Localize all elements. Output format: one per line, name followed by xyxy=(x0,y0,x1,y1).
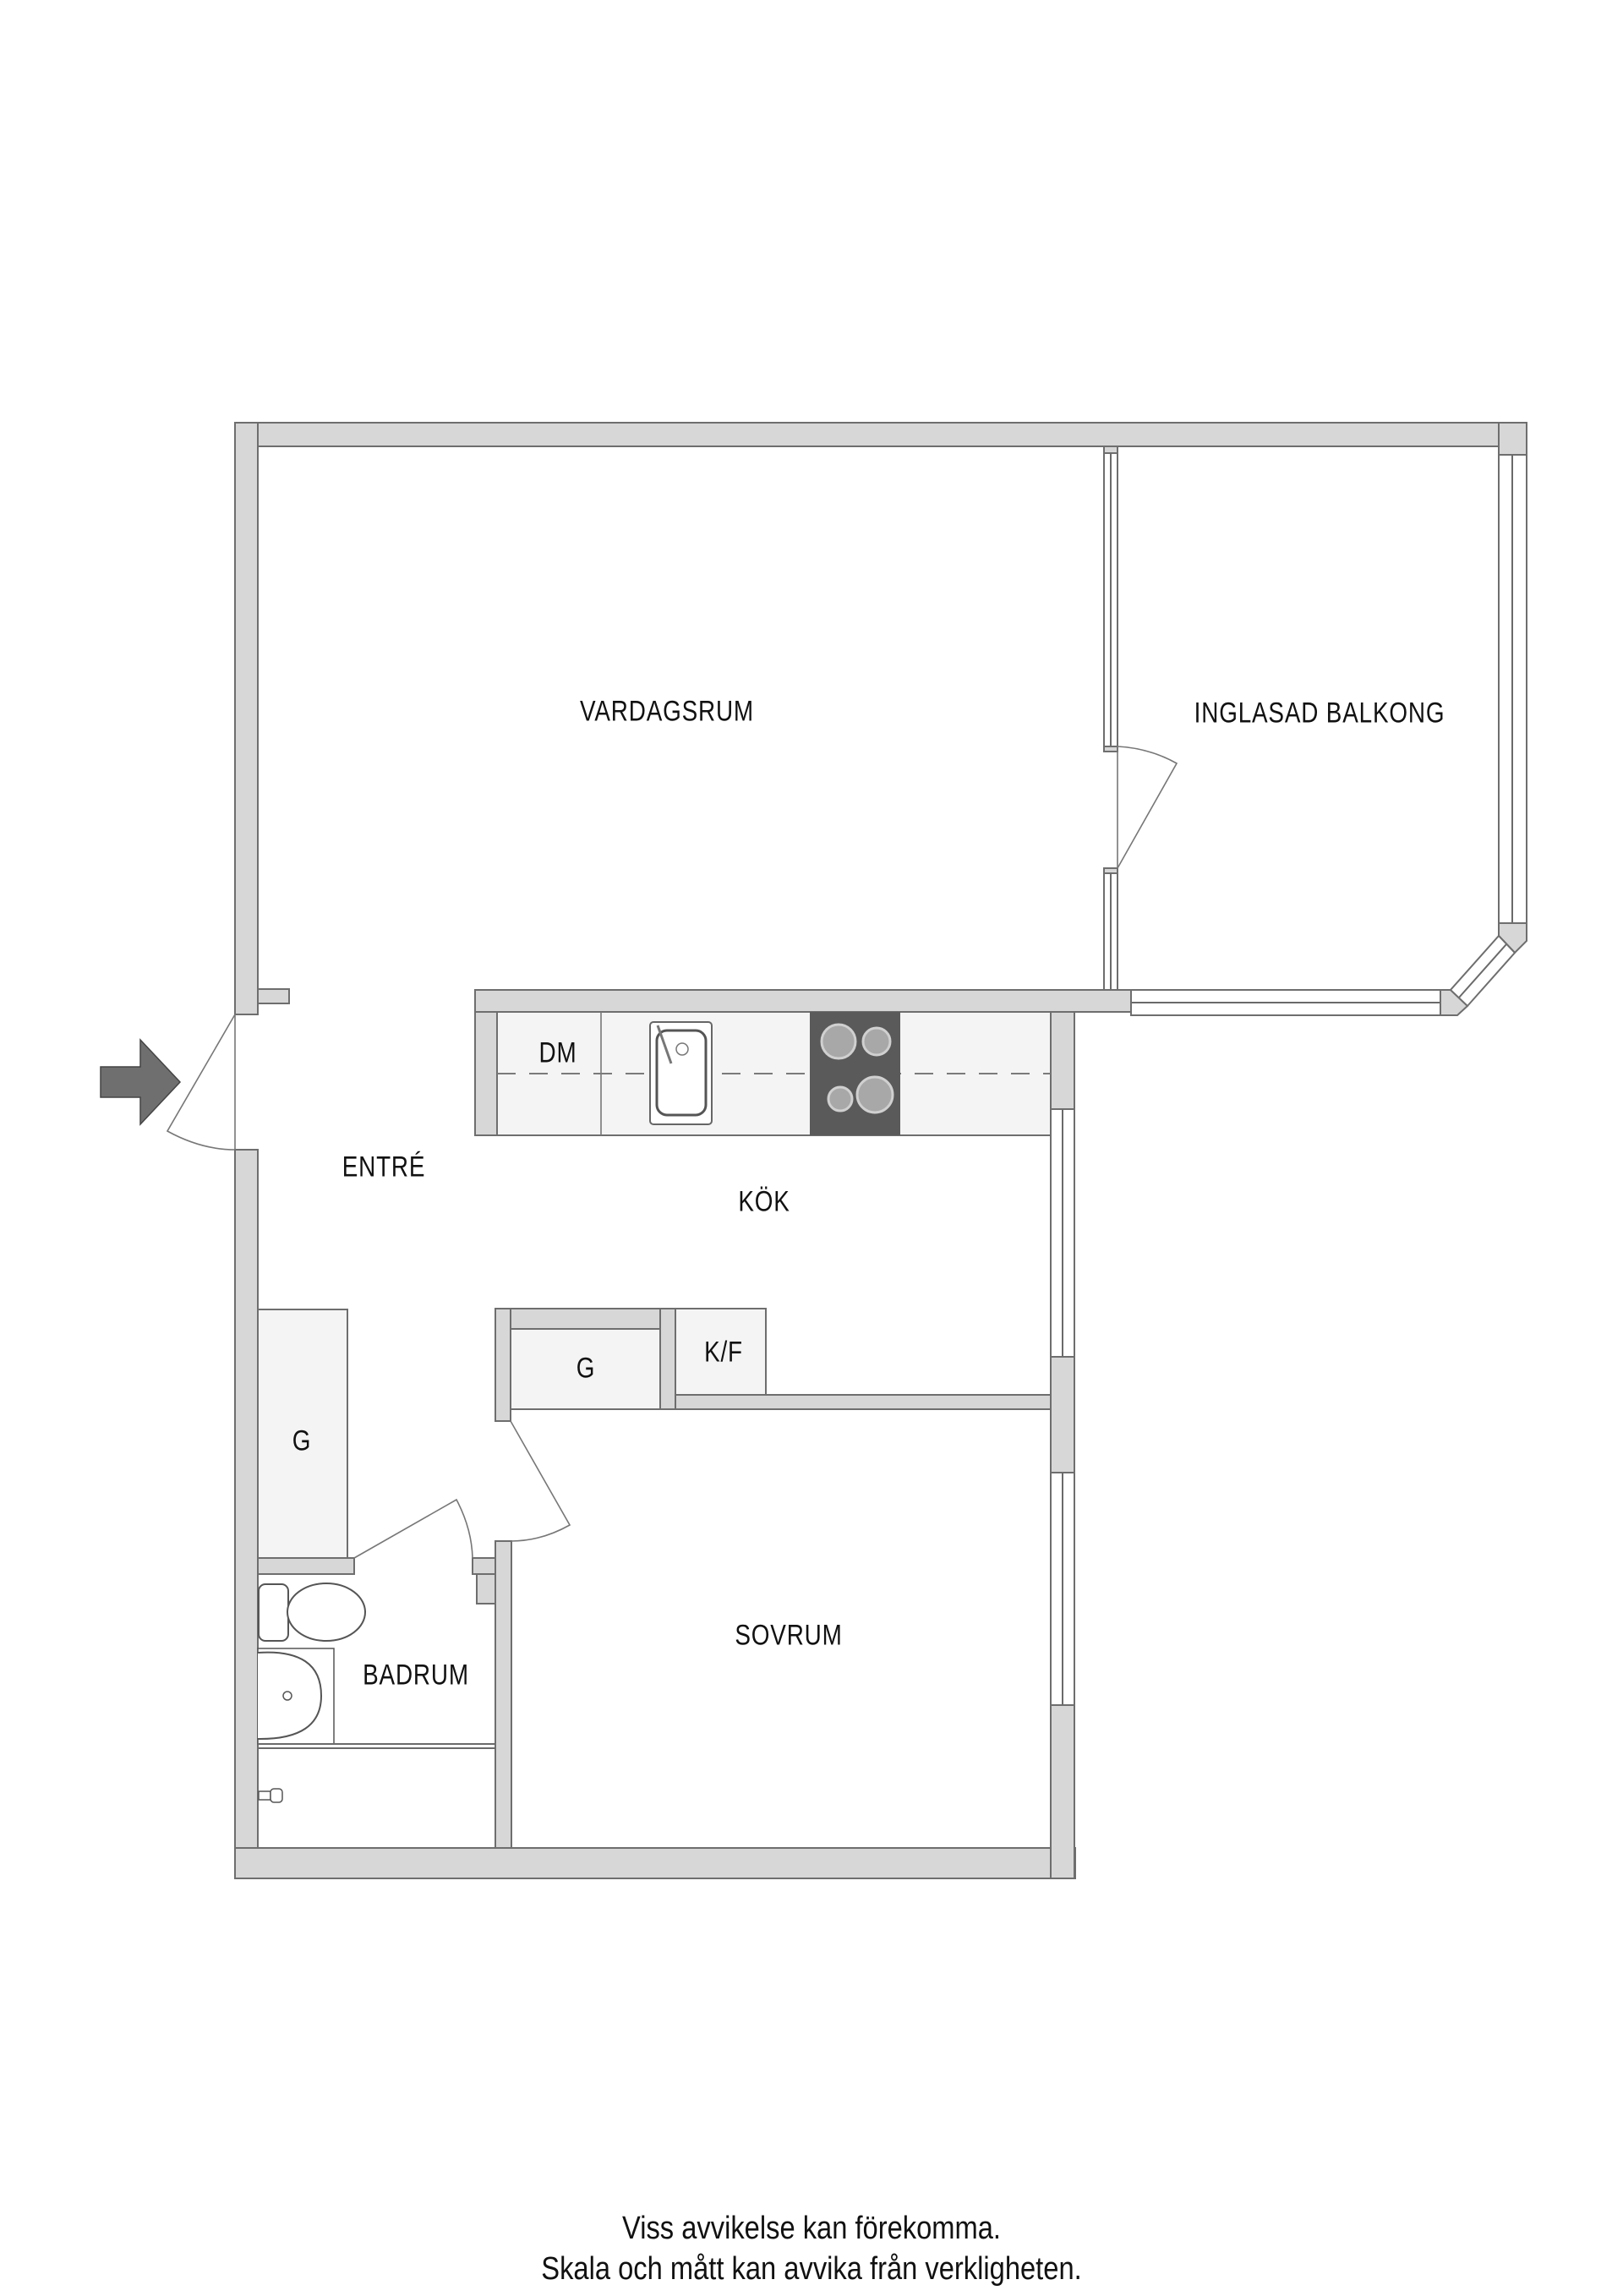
interior-walls xyxy=(257,446,1132,1849)
bathroom-door xyxy=(353,1498,473,1559)
closet-kitchen xyxy=(510,1328,661,1410)
room-label-entre: ENTRÉ xyxy=(342,1151,426,1184)
shower-head-icon xyxy=(258,1788,283,1803)
room-label-badrum: BADRUM xyxy=(363,1659,469,1692)
toilet-icon xyxy=(258,1583,366,1642)
fixture-label-closet-entrance: G xyxy=(292,1424,312,1457)
room-label-sovrum: SOVRUM xyxy=(735,1619,843,1652)
kitchen-counter xyxy=(496,1011,1052,1136)
room-label-vardagsrum: VARDAGSRUM xyxy=(580,695,754,728)
disclaimer-line-1: Viss avvikelse kan förekomma. xyxy=(621,2211,1002,2246)
disclaimer-line-2: Skala och mått kan avvika från verklighe… xyxy=(541,2251,1082,2287)
room-label-inglasad-balkong: INGLASAD BALKONG xyxy=(1194,697,1445,730)
doors xyxy=(166,746,1178,1559)
balcony-door xyxy=(1117,746,1178,869)
washbasin-icon xyxy=(257,1648,335,1745)
entrance-door xyxy=(166,1014,236,1151)
outer-walls xyxy=(234,422,1527,1879)
closet-entrance xyxy=(257,1309,348,1559)
fixture-label-closet-kitchen: G xyxy=(576,1352,596,1385)
entrance-arrow-icon xyxy=(100,1038,182,1126)
fridge-freezer xyxy=(675,1308,767,1396)
windows xyxy=(1050,454,1527,1706)
sink-icon xyxy=(649,1021,713,1125)
fixture-label-kf: K/F xyxy=(704,1336,743,1369)
fixture-label-dm: DM xyxy=(538,1036,577,1069)
room-label-kok: KÖK xyxy=(738,1185,790,1218)
disclaimer: Viss avvikelse kan förekomma. Skala och … xyxy=(0,2208,1623,2289)
bedroom-door xyxy=(510,1420,571,1542)
cooktop-icon xyxy=(810,1012,900,1135)
